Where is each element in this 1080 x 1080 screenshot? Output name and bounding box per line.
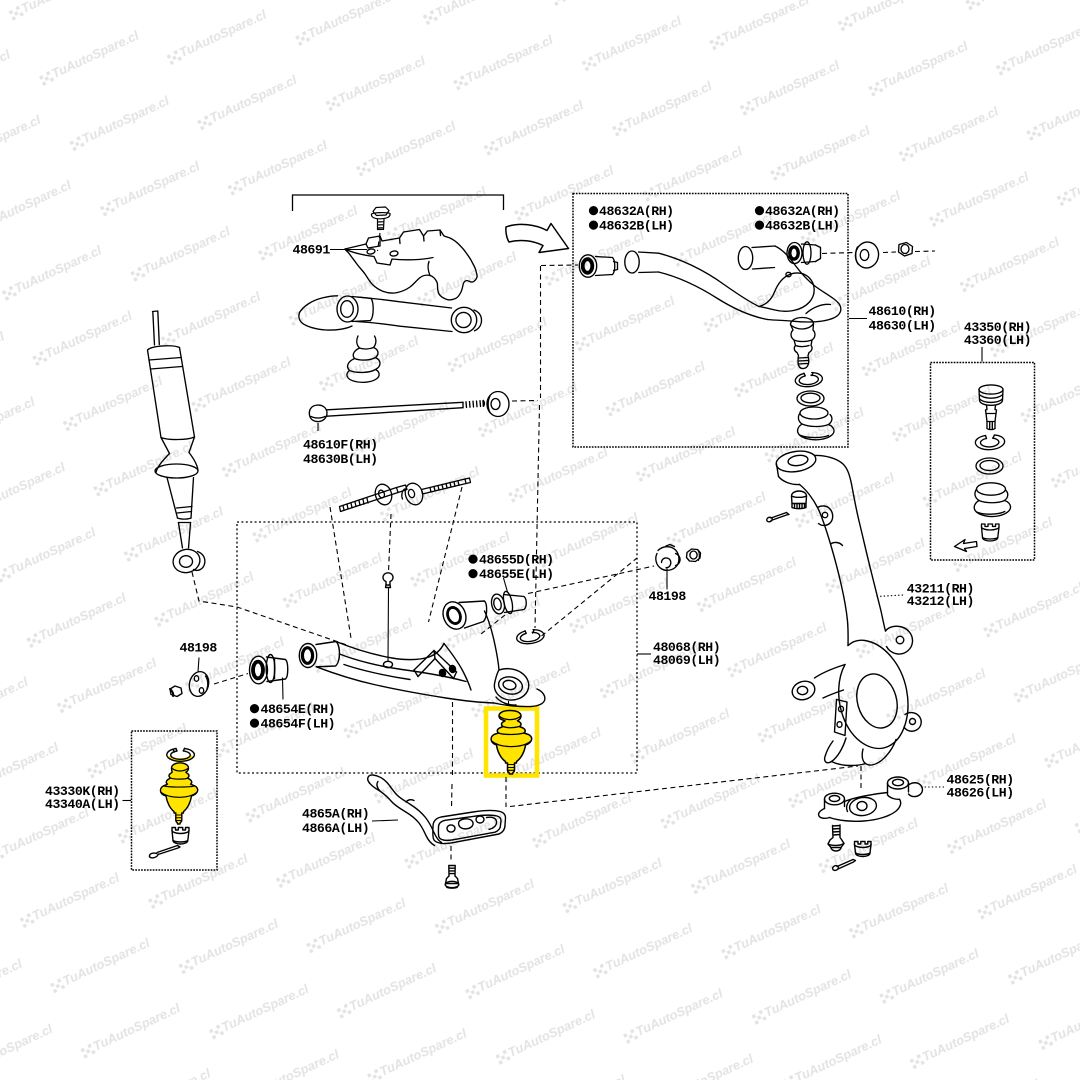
svg-text:48630B(LH): 48630B(LH) — [303, 452, 378, 467]
svg-text:48610F(RH): 48610F(RH) — [303, 437, 378, 452]
svg-text:43340A(LH): 43340A(LH) — [45, 797, 120, 812]
svg-text:4865A(RH): 4865A(RH) — [302, 806, 369, 821]
svg-text:48625(RH): 48625(RH) — [947, 772, 1014, 787]
svg-text:48068(RH): 48068(RH) — [653, 640, 720, 655]
svg-text:48069(LH): 48069(LH) — [653, 653, 720, 668]
svg-text:48630(LH): 48630(LH) — [869, 318, 936, 333]
svg-text:43350(RH): 43350(RH) — [964, 320, 1031, 335]
svg-text:4866A(LH): 4866A(LH) — [302, 821, 369, 836]
svg-text:48610(RH): 48610(RH) — [869, 304, 936, 319]
svg-text:48691: 48691 — [293, 242, 331, 257]
svg-text:48632A(RH): 48632A(RH) — [599, 204, 674, 219]
svg-text:48654F(LH): 48654F(LH) — [261, 716, 336, 731]
svg-text:48654E(RH): 48654E(RH) — [261, 702, 336, 717]
svg-text:48632A(RH): 48632A(RH) — [765, 204, 840, 219]
svg-text:48632B(LH): 48632B(LH) — [765, 218, 840, 233]
svg-text:48626(LH): 48626(LH) — [947, 786, 1014, 801]
svg-text:48198: 48198 — [180, 640, 218, 655]
svg-text:48655E(LH): 48655E(LH) — [479, 567, 554, 582]
svg-text:43360(LH): 43360(LH) — [964, 333, 1031, 348]
svg-text:43330K(RH): 43330K(RH) — [45, 784, 120, 799]
svg-text:48632B(LH): 48632B(LH) — [599, 218, 674, 233]
svg-text:48655D(RH): 48655D(RH) — [479, 552, 554, 567]
svg-text:43212(LH): 43212(LH) — [907, 594, 974, 609]
svg-text:43211(RH): 43211(RH) — [907, 581, 974, 596]
svg-text:48198: 48198 — [649, 589, 687, 604]
